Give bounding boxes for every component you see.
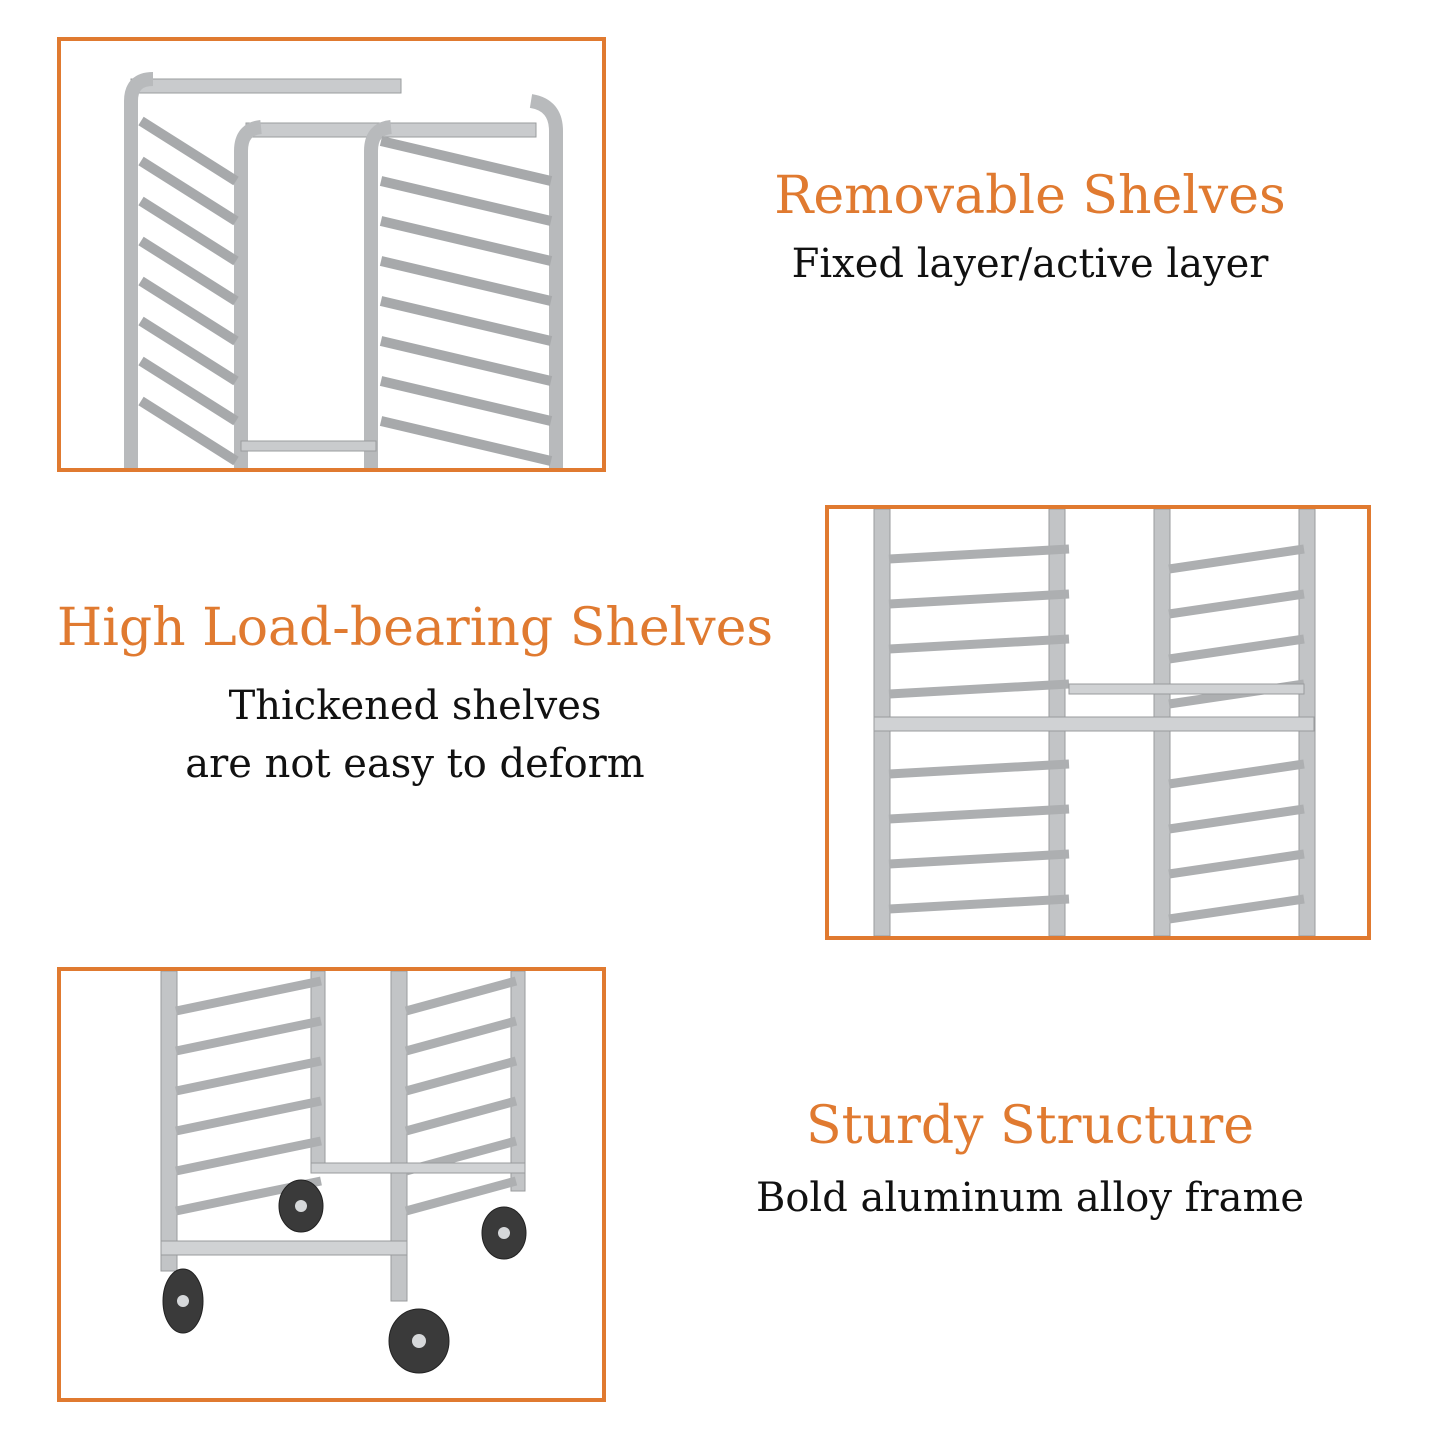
feature-high-load-bearing: High Load-bearing Shelves Thickened shel…	[40, 598, 790, 793]
rack-shelves-illustration	[873, 509, 1316, 936]
feature-description: Fixed layer/active layer	[700, 235, 1360, 293]
feature-title: Removable Shelves	[774, 166, 1286, 226]
feature-description: Bold aluminum alloy frame	[700, 1169, 1360, 1227]
feature-title: Sturdy Structure	[805, 1096, 1255, 1156]
rack-base-illustration	[160, 971, 527, 1374]
rack-top-illustration	[124, 72, 563, 468]
rack-shelves-image	[825, 505, 1371, 940]
description-line: Thickened shelves	[228, 683, 602, 730]
rack-base-image	[57, 967, 606, 1402]
feature-description: Thickened shelves are not easy to deform	[40, 677, 790, 793]
description-line: Bold aluminum alloy frame	[755, 1175, 1305, 1222]
description-line: are not easy to deform	[185, 741, 645, 788]
feature-title: High Load-bearing Shelves	[56, 598, 774, 658]
description-line: Fixed layer/active layer	[791, 241, 1269, 288]
feature-sturdy-structure: Sturdy Structure Bold aluminum alloy fra…	[700, 1096, 1360, 1227]
feature-removable-shelves: Removable Shelves Fixed layer/active lay…	[700, 166, 1360, 293]
rack-top-image	[57, 37, 606, 472]
